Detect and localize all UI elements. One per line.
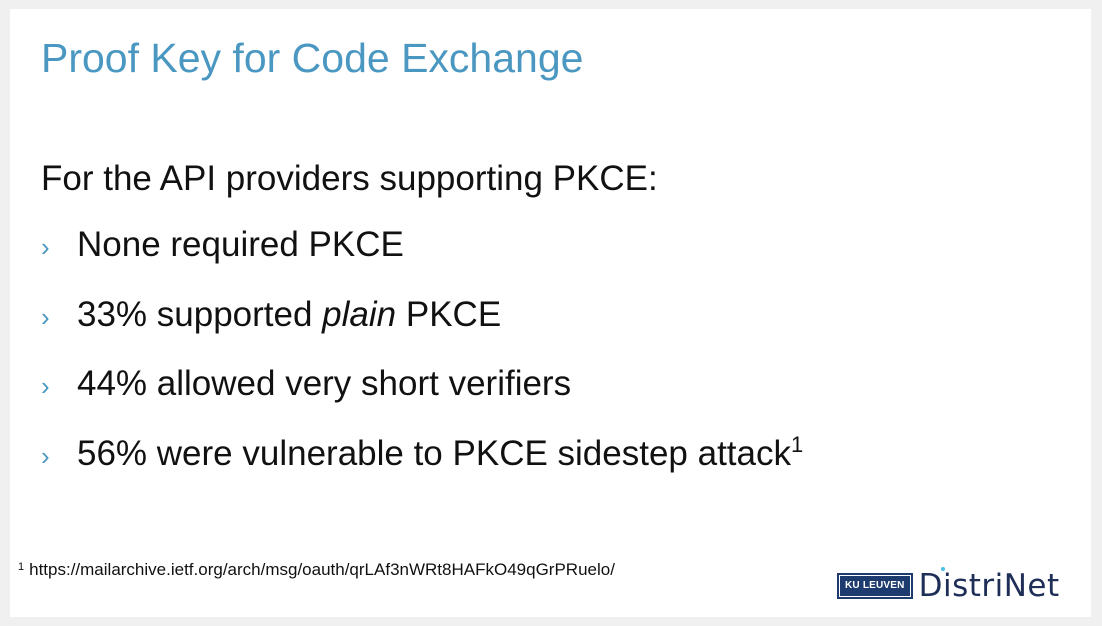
bullet-text-emphasis: plain — [322, 294, 397, 334]
chevron-right-icon: › — [41, 371, 50, 401]
bullet-text: None required PKCE — [77, 225, 404, 264]
chevron-right-icon: › — [41, 440, 50, 471]
distrinet-logo: DistriNet — [918, 567, 1060, 604]
bullet-item: › 33% supported plain PKCE — [41, 295, 803, 365]
footnote: 1 https://mailarchive.ietf.org/arch/msg/o… — [18, 560, 615, 580]
bullet-text: 56% were vulnerable to PKCE sidestep att… — [77, 431, 804, 474]
ku-leuven-logo: KU LEUVEN — [837, 573, 913, 599]
bullet-item: › None required PKCE — [41, 225, 803, 295]
footnote-reference: 1 — [791, 431, 804, 457]
chevron-right-icon: › — [41, 301, 50, 332]
bullet-item: › 44% allowed very short verifiers — [41, 364, 803, 434]
logo-spark-icon — [940, 567, 945, 571]
distrinet-logo-text: DistriNet — [918, 568, 1060, 604]
bullet-text-post: PKCE — [396, 294, 502, 334]
intro-text: For the API providers supporting PKCE: — [41, 159, 658, 198]
bullet-text: 33% supported plain PKCE — [77, 295, 501, 335]
slide: Proof Key for Code Exchange For the API … — [10, 9, 1091, 617]
footnote-link[interactable]: https://mailarchive.ietf.org/arch/msg/oa… — [29, 560, 615, 579]
logo-group: KU LEUVEN DistriNet — [837, 567, 1060, 604]
chevron-right-icon: › — [41, 232, 50, 262]
bullet-item: › 56% were vulnerable to PKCE sidestep a… — [41, 431, 804, 504]
bullet-list: › None required PKCE › 33% supported pla… — [41, 225, 803, 503]
bullet-text: 44% allowed very short verifiers — [77, 364, 572, 403]
slide-title: Proof Key for Code Exchange — [41, 35, 584, 81]
footnote-marker: 1 — [18, 561, 25, 573]
bullet-text-main: 56% were vulnerable to PKCE sidestep att… — [77, 433, 791, 473]
bullet-text-pre: 33% supported — [77, 294, 323, 334]
